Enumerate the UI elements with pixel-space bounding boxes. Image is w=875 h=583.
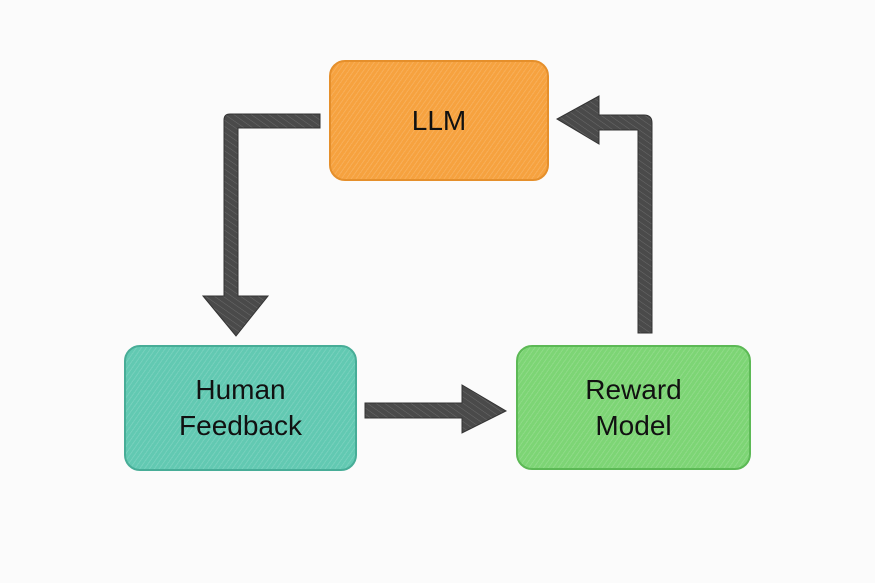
- node-llm-label: LLM: [411, 104, 467, 136]
- node-human-feedback-label-line1: Human: [195, 374, 286, 405]
- arrow-reward-model-to-llm: [555, 95, 653, 334]
- node-reward-model-label-line1: Reward: [585, 373, 682, 405]
- arrow-human-feedback-to-reward-model: [364, 384, 508, 434]
- node-reward-model: Reward Model: [516, 345, 751, 470]
- node-human-feedback-label-line2: Feedback: [179, 410, 302, 441]
- node-llm: LLM: [329, 60, 549, 181]
- node-human-feedback: Human Feedback: [124, 345, 357, 471]
- node-reward-model-label-line2: Model: [595, 409, 672, 441]
- arrow-llm-to-human-feedback: [201, 113, 321, 337]
